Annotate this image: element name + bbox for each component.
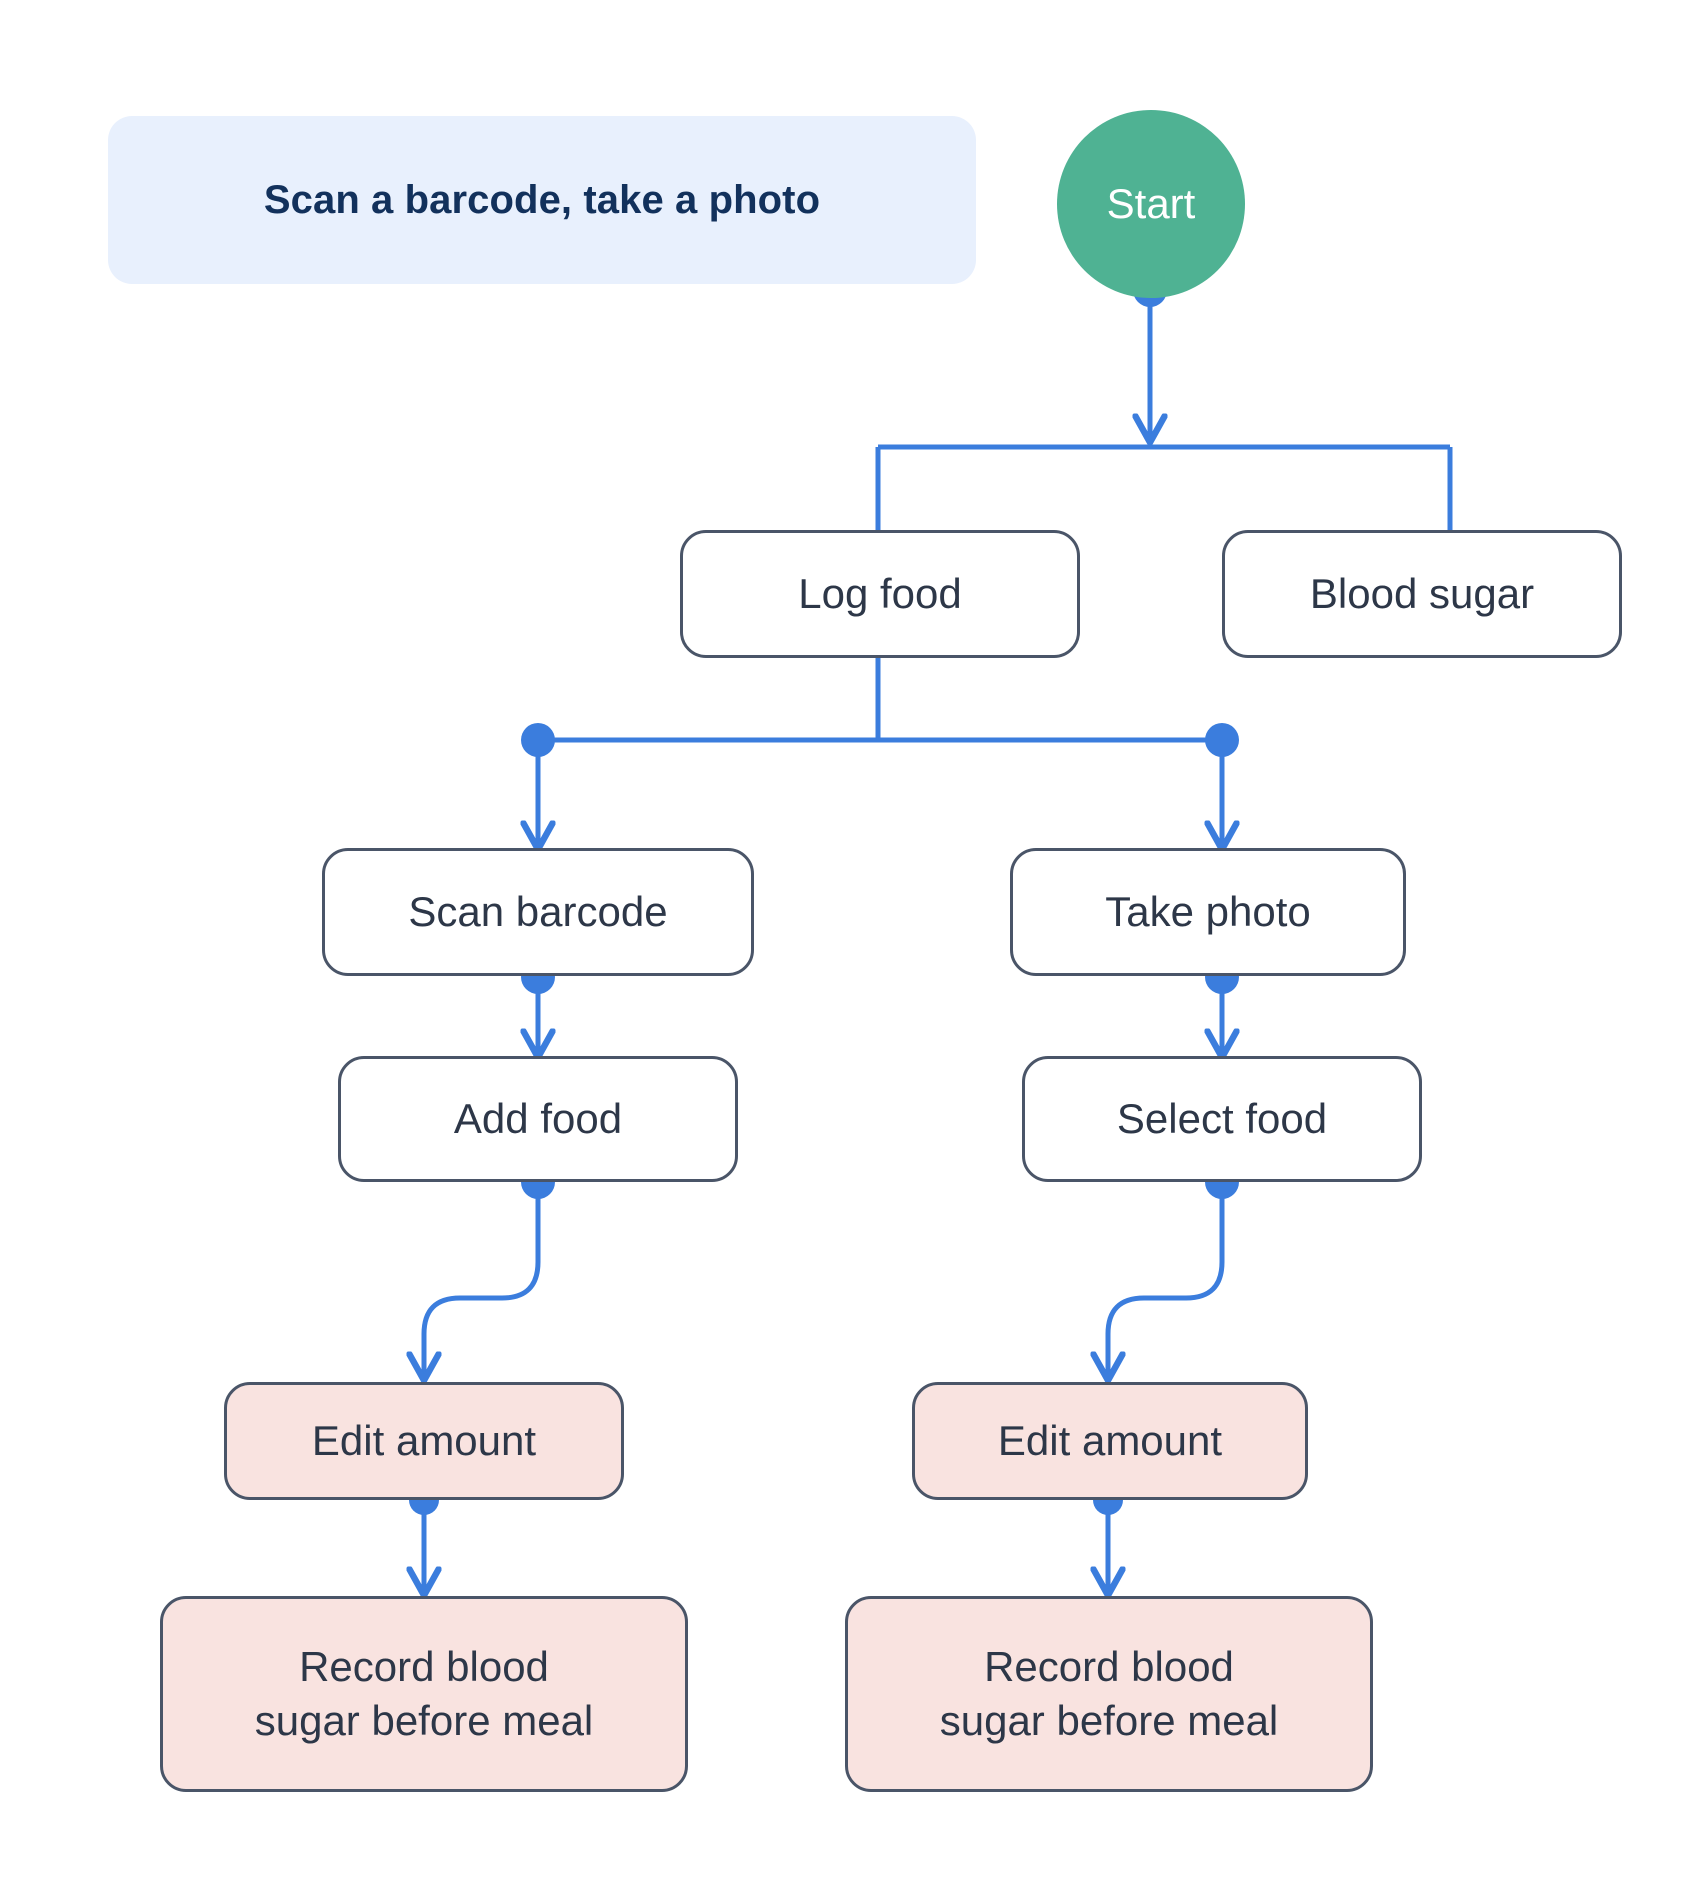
connector-dot-split-right [1205,723,1239,757]
node-edit-amount-left[interactable]: Edit amount [224,1382,624,1500]
node-select-food-label: Select food [1116,1095,1328,1143]
node-take-photo-label: Take photo [1105,888,1311,936]
node-start-label: Start [1106,180,1196,228]
connector-dot-split-left [521,723,555,757]
edge-select-to-edit [1108,1179,1225,1379]
edge-add-to-edit [424,1179,541,1379]
node-edit-amount-right[interactable]: Edit amount [912,1382,1308,1500]
node-record-blood-sugar-right[interactable]: Record blood sugar before meal [845,1596,1373,1792]
node-scan-barcode[interactable]: Scan barcode [322,848,754,976]
node-record-blood-sugar-right-line2: sugar before meal [939,1697,1279,1744]
node-log-food[interactable]: Log food [680,530,1080,658]
node-record-blood-sugar-right-line1: Record blood [984,1643,1234,1691]
node-scan-barcode-label: Scan barcode [408,888,668,936]
node-add-food[interactable]: Add food [338,1056,738,1182]
node-take-photo[interactable]: Take photo [1010,848,1406,976]
node-log-food-label: Log food [798,570,962,618]
node-add-food-label: Add food [453,1095,623,1143]
node-record-blood-sugar-left-line2: sugar before meal [254,1697,594,1744]
title-banner: Scan a barcode, take a photo [108,116,976,284]
node-blood-sugar-label: Blood sugar [1309,570,1535,618]
node-record-blood-sugar-left-line1: Record blood [299,1643,549,1691]
node-select-food[interactable]: Select food [1022,1056,1422,1182]
node-record-blood-sugar-left[interactable]: Record blood sugar before meal [160,1596,688,1792]
title-banner-label: Scan a barcode, take a photo [263,177,821,222]
node-edit-amount-right-label: Edit amount [997,1417,1223,1465]
node-start[interactable]: Start [1057,110,1245,298]
node-blood-sugar[interactable]: Blood sugar [1222,530,1622,658]
node-edit-amount-left-label: Edit amount [311,1417,537,1465]
